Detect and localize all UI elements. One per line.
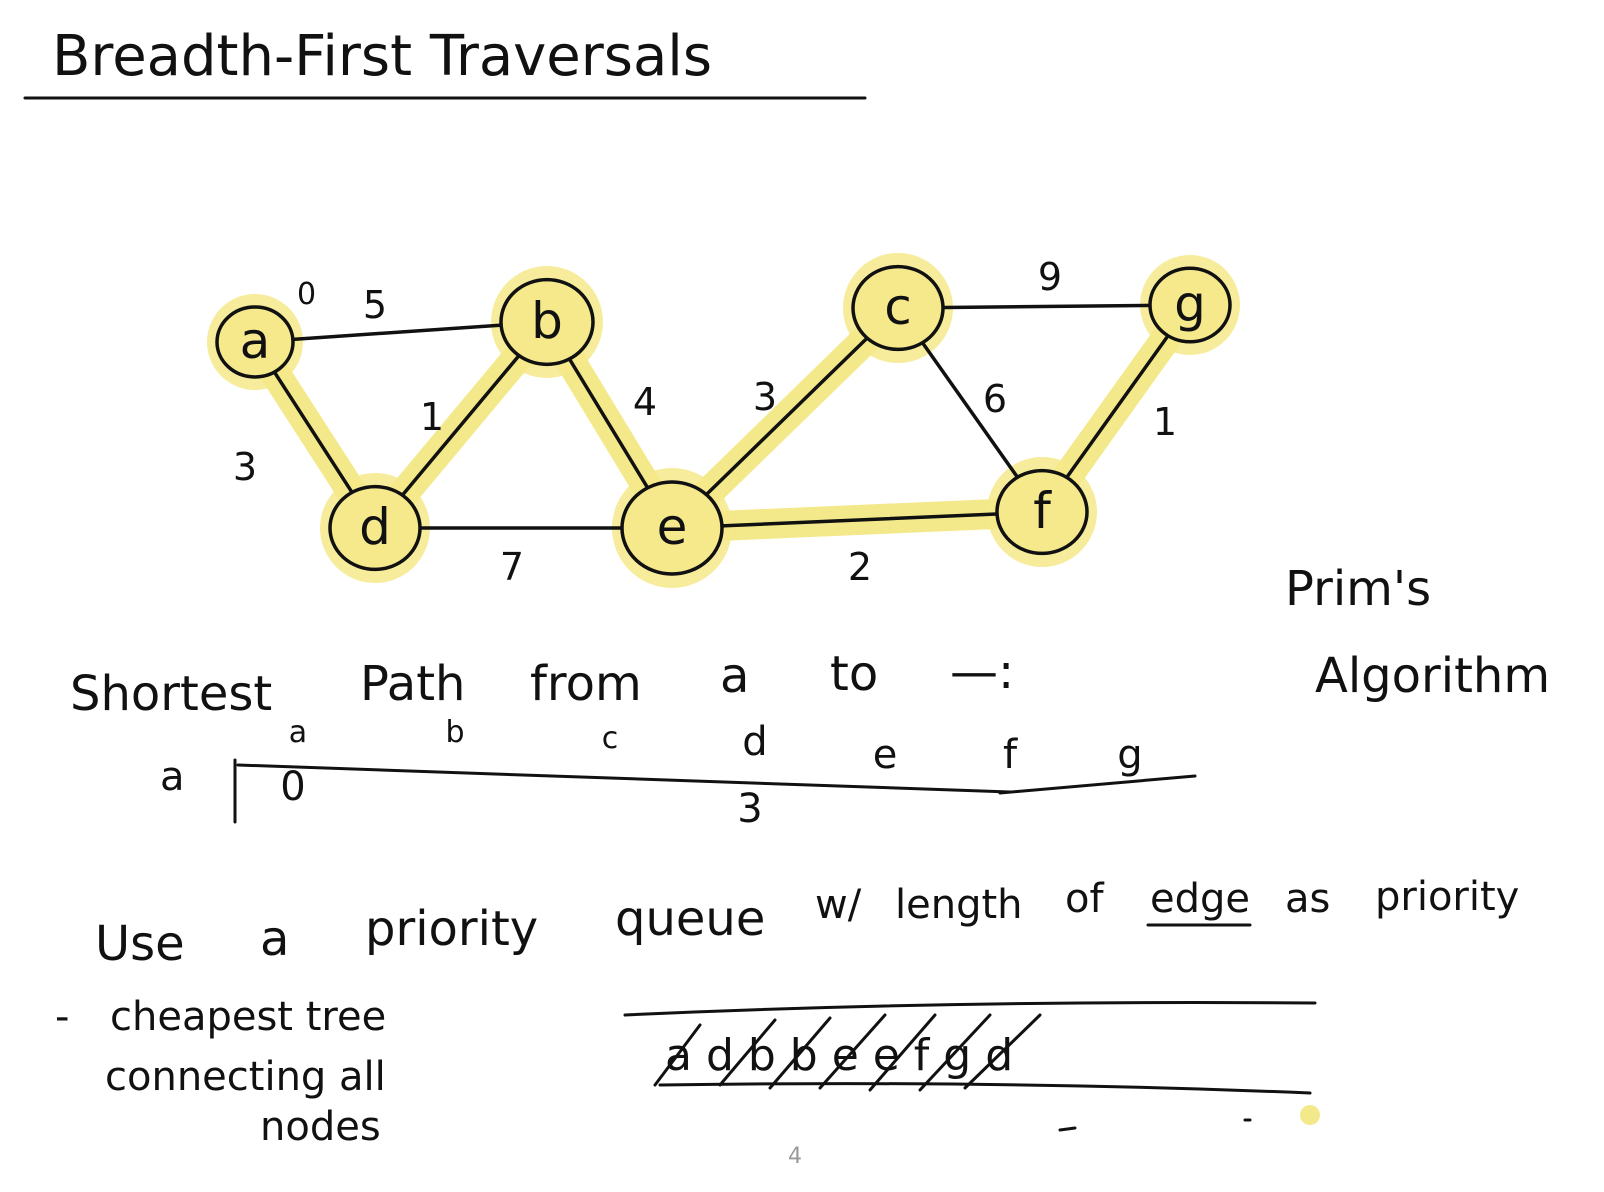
node-label-a: a: [240, 312, 271, 370]
edge-weight-a-b: 5: [363, 283, 387, 327]
heading-word: Path: [360, 656, 465, 712]
edge-weight-f-g: 1: [1153, 400, 1177, 444]
edge-weight-b-e: 4: [633, 380, 657, 424]
queue-contents: a d b b e e f g d: [665, 1030, 1013, 1081]
side-label-prims: Prim's: [1285, 561, 1431, 617]
note-word: a: [260, 911, 289, 967]
heading-word: from: [530, 656, 642, 712]
edge-weight-d-b: 1: [420, 395, 444, 439]
note-word: Use: [95, 916, 185, 972]
priority-queue-drawing: a d b b e e f g d: [623, 1001, 1320, 1132]
table-column-header-g: g: [1117, 732, 1142, 778]
note-word: w/: [815, 882, 862, 928]
highlighter-dot: [1300, 1105, 1320, 1125]
table-row-label: a: [160, 754, 185, 800]
side-label-algorithm: Algorithm: [1315, 648, 1550, 704]
node-b: [499, 277, 595, 367]
queue-top-rule: [623, 1001, 1317, 1017]
bullet-dash: -: [55, 994, 69, 1040]
table-horizontal-rule: [236, 763, 1012, 794]
table-rule-extension: [998, 774, 1197, 795]
table-columns: a b c d e f g: [289, 715, 1143, 778]
note-word: queue: [615, 891, 765, 947]
edge-weight-a-d: 3: [233, 445, 257, 489]
node-label-e: e: [657, 498, 688, 556]
table-column-header-e: e: [873, 732, 898, 778]
table-value-d: 3: [737, 786, 762, 832]
edge-e-c: [670, 306, 900, 530]
node-d: [328, 484, 422, 572]
table-column-header-c: c: [602, 721, 619, 756]
table-value-a: 0: [280, 764, 305, 810]
heading-word: a: [720, 648, 749, 704]
table-column-header-d: d: [742, 719, 767, 765]
node-g: [1148, 266, 1232, 344]
note-word: priority: [1375, 874, 1519, 920]
node-f: [995, 468, 1089, 556]
page-title: Breadth-First Traversals: [52, 24, 712, 89]
node-label-b: b: [531, 292, 563, 350]
edge-weight-c-f: 6: [983, 377, 1007, 421]
table-column-header-f: f: [1003, 732, 1018, 778]
edge-e-f: [670, 510, 1044, 530]
edge-a-b: [253, 320, 549, 344]
bullet-line-3: nodes: [260, 1104, 381, 1150]
queue-strike-marks: [653, 1013, 1042, 1092]
note-word: as: [1285, 876, 1330, 922]
edge-c-g: [896, 303, 1192, 310]
edge-weight-e-c: 3: [753, 375, 777, 419]
node-label-c: c: [884, 278, 912, 336]
edge-weight-e-f: 2: [848, 545, 872, 589]
heading-word: to: [830, 646, 878, 702]
stray-mark: [1058, 1126, 1077, 1132]
bullet-note: - cheapest tree connecting all nodes: [55, 994, 386, 1150]
heading-word: Shortest: [70, 666, 272, 722]
queue-bottom-rule: [658, 1082, 1312, 1095]
bullet-line-2: connecting all: [105, 1054, 386, 1100]
shortest-path-heading: Shortest Path from a to —:: [70, 644, 1014, 722]
node-a: [215, 305, 295, 379]
page-number: 4: [788, 1144, 802, 1169]
note-word-edge: edge: [1150, 876, 1250, 922]
weight-layer: 5 3 1 4 7 3 9 6 1 2: [233, 255, 1177, 589]
node-c: [851, 264, 945, 352]
node-label-g: g: [1174, 275, 1206, 333]
edge-weight-d-e: 7: [500, 545, 524, 589]
note-word: length: [895, 882, 1023, 928]
edge-weight-c-g: 9: [1038, 255, 1062, 299]
node-layer: a0 b c g d e f: [215, 264, 1232, 576]
note-word: of: [1065, 876, 1104, 922]
bullet-line-1: cheapest tree: [110, 994, 386, 1040]
node-label-d: d: [359, 498, 391, 556]
table-column-header-b: b: [445, 715, 464, 750]
heading-word: —:: [950, 644, 1014, 700]
note-word: priority: [365, 901, 538, 957]
node-e: [620, 480, 724, 576]
node-annotation-a: 0: [297, 277, 316, 312]
table-column-header-a: a: [289, 715, 307, 750]
priority-queue-note: Use a priority queue w/ length of edge a…: [95, 874, 1519, 972]
node-label-f: f: [1033, 482, 1052, 540]
